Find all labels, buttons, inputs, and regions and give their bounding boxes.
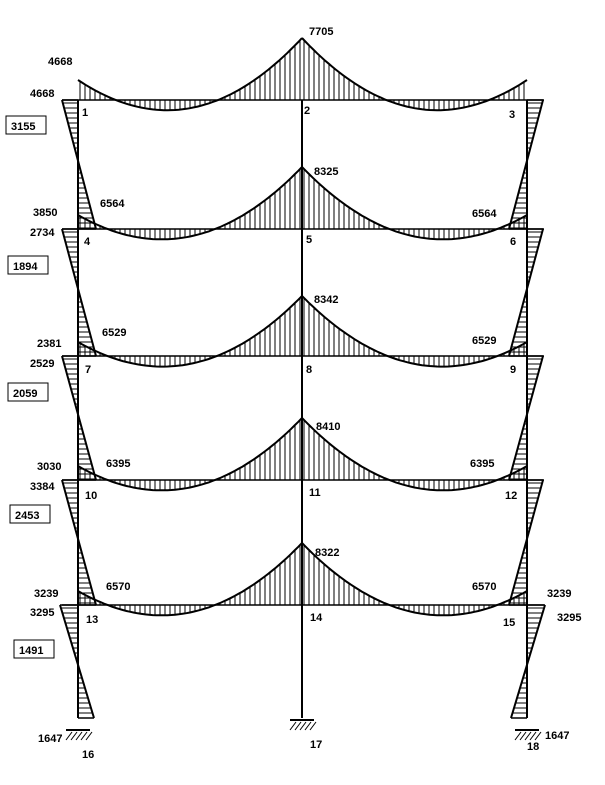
peak-moment-floor2: 8325 [314, 166, 338, 178]
support-17-ground [309, 721, 317, 731]
boxed-moment-label-floor3: 2059 [13, 388, 37, 400]
support-16-ground [80, 731, 88, 741]
left-top-moment-floor2: 3850 [33, 207, 57, 219]
node-label-16: 16 [82, 749, 94, 761]
node-label-2: 2 [304, 105, 310, 117]
node-label-9: 9 [510, 364, 516, 376]
beam-end-right-floor5: 6570 [472, 581, 496, 593]
node-label-18: 18 [527, 741, 539, 753]
left-top-moment-floor4: 3030 [37, 461, 61, 473]
node-label-6: 6 [510, 236, 516, 248]
node-label-8: 8 [306, 364, 312, 376]
beam-right-floor4-curve [301, 417, 528, 492]
node-label-17: 17 [310, 739, 322, 751]
node-label-14: 14 [310, 612, 323, 624]
support-17-ground [289, 721, 297, 731]
support-16-ground [85, 731, 93, 741]
node-label-10: 10 [85, 490, 97, 502]
left-mid-moment-floor1: 4668 [30, 88, 54, 100]
beam-end-left-floor4: 6395 [106, 458, 130, 470]
support-18-ground [534, 731, 542, 741]
boxed-moment-floor3 [7, 382, 49, 402]
left-mid-moment-floor2: 2734 [30, 227, 55, 239]
node-label-12: 12 [505, 490, 517, 502]
left-top-moment-floor3: 2381 [37, 338, 61, 350]
node-label-4: 4 [84, 236, 91, 248]
support-18-ground [529, 731, 537, 741]
right-top-moment-floor5: 3239 [547, 588, 571, 600]
beam-end-right-floor3: 6529 [472, 335, 496, 347]
node-label-1: 1 [82, 107, 88, 119]
node-label-13: 13 [86, 614, 98, 626]
support-18-ground [524, 731, 532, 741]
support-18-ground [514, 731, 522, 741]
beam-end-left-floor2: 6564 [100, 198, 125, 210]
beam-left-floor3-curve [77, 295, 303, 368]
boxed-moment-label-floor1: 3155 [11, 121, 35, 133]
support-16-ground [65, 731, 73, 741]
support-18-ground [519, 731, 527, 741]
peak-moment-floor5: 8322 [315, 547, 339, 559]
beam-left-floor2-curve [77, 166, 303, 241]
boxed-moment-floor1 [5, 115, 47, 135]
boxed-moment-label-floor5: 1491 [19, 645, 43, 657]
boxed-moment-label-floor2: 1894 [13, 261, 38, 273]
left-top-moment-floor5: 3239 [34, 588, 58, 600]
boxed-moment-floor2 [7, 255, 49, 275]
boxed-moment-floor4 [9, 504, 51, 524]
node-label-7: 7 [85, 364, 91, 376]
support-17-ground [299, 721, 307, 731]
base-moment-left: 1647 [38, 733, 62, 745]
node-label-3: 3 [509, 109, 515, 121]
beam-left-floor5-curve [77, 542, 303, 617]
beam-end-right-floor2: 6564 [472, 208, 497, 220]
boxed-moment-floor5 [13, 639, 55, 659]
peak-moment-floor3: 8342 [314, 294, 338, 306]
right-bot-moment-floor5: 3295 [557, 612, 581, 624]
support-17-ground [304, 721, 312, 731]
support-16-ground [75, 731, 83, 741]
node-label-15: 15 [503, 617, 515, 629]
node-label-11: 11 [309, 487, 321, 499]
boxed-moment-label-floor4: 2453 [15, 510, 39, 522]
left-mid-moment-floor5: 3295 [30, 607, 54, 619]
beam-end-left-floor5: 6570 [106, 581, 130, 593]
beam-end-right-floor4: 6395 [470, 458, 494, 470]
beam-right-floor2-curve [301, 166, 528, 241]
peak-moment-floor1: 7705 [309, 26, 333, 38]
left-mid-moment-floor4: 3384 [30, 481, 55, 493]
peak-moment-floor4: 8410 [316, 421, 340, 433]
beam-right-floor3-curve [301, 295, 528, 368]
beam-left-floor4-curve [77, 417, 303, 492]
support-16-ground [70, 731, 78, 741]
node-label-5: 5 [306, 234, 312, 246]
left-mid-moment-floor3: 2529 [30, 358, 54, 370]
beam-end-left-floor3: 6529 [102, 327, 126, 339]
left-top-moment-floor1: 4668 [48, 56, 72, 68]
beam-right-floor5-curve [301, 542, 528, 617]
support-17-ground [294, 721, 302, 731]
base-moment-right: 1647 [545, 730, 569, 742]
